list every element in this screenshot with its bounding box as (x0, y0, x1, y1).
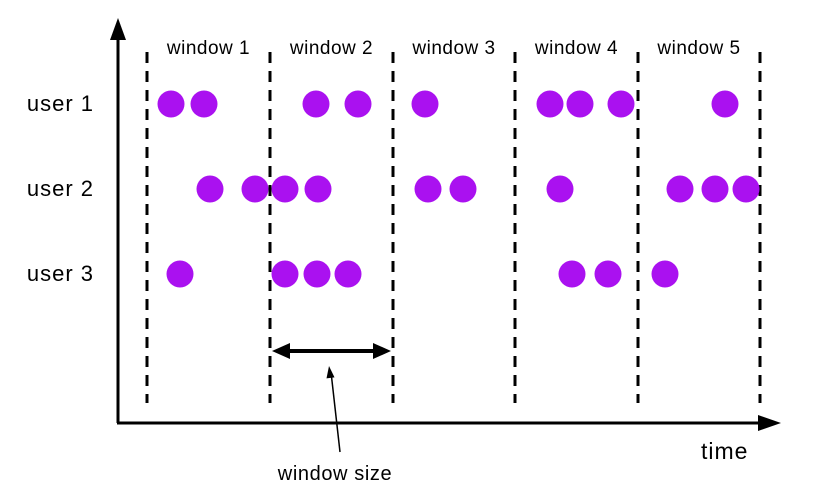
event-dot-user2-window5 (701, 175, 729, 203)
annotation-pointer-head-icon (326, 366, 335, 379)
annotation-pointer-shaft (330, 371, 341, 453)
event-dot-user2-window3 (414, 175, 442, 203)
window-label-4: window 4 (534, 38, 619, 59)
event-dot-user3-window5 (651, 260, 679, 288)
window-size-label: window size (277, 463, 393, 485)
user-label-1: user 1 (26, 91, 94, 116)
event-dot-user3-window4 (558, 260, 586, 288)
event-dot-user1-window1 (190, 90, 218, 118)
x-axis-arrowhead-icon (758, 415, 781, 431)
window-boundaries-group (145, 52, 762, 403)
event-dot-user2-window1 (196, 175, 224, 203)
user-label-3: user 3 (26, 261, 94, 286)
event-dot-user3-window2 (303, 260, 331, 288)
event-dot-user2-window2 (271, 175, 299, 203)
event-dot-user1-window3 (411, 90, 439, 118)
event-dot-user1-window4 (607, 90, 635, 118)
window-label-3: window 3 (412, 38, 496, 59)
event-dot-user2-window2 (304, 175, 332, 203)
event-dot-user1-window2 (302, 90, 330, 118)
event-dot-user2-window5 (732, 175, 760, 203)
window-label-2: window 2 (289, 38, 374, 59)
event-dot-user3-window2 (271, 260, 299, 288)
event-dot-user1-window2 (344, 90, 372, 118)
double-arrow-left-head-icon (272, 343, 290, 359)
event-dot-user2-window5 (666, 175, 694, 203)
annotation-pointer-arrow (326, 366, 341, 453)
time-axis-label: time (701, 438, 749, 464)
event-dot-user1-window5 (711, 90, 739, 118)
double-arrow-right-head-icon (373, 343, 391, 359)
event-dot-user2-window3 (449, 175, 477, 203)
window-label-5: window 5 (657, 38, 741, 59)
window-size-double-arrow (272, 343, 391, 359)
event-dot-user1-window4 (566, 90, 594, 118)
event-dot-user1-window1 (157, 90, 185, 118)
user-label-2: user 2 (26, 176, 94, 201)
y-axis-arrowhead-icon (110, 18, 126, 40)
event-dot-user3-window1 (166, 260, 194, 288)
event-dot-user2-window1 (241, 175, 269, 203)
event-dot-user2-window4 (546, 175, 574, 203)
event-dot-user3-window2 (334, 260, 362, 288)
window-label-1: window 1 (166, 38, 251, 59)
event-dot-user3-window4 (594, 260, 622, 288)
event-dot-user1-window4 (536, 90, 564, 118)
